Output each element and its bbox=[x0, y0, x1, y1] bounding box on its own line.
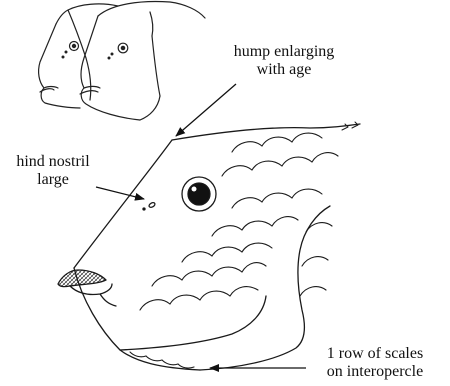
label-hump-line1: hump enlarging bbox=[214, 43, 354, 61]
label-nostril-line1: hind nostril bbox=[0, 153, 106, 171]
label-nostril-line2: large bbox=[0, 171, 106, 189]
hump-arrow bbox=[176, 84, 236, 136]
label-scales: 1 row of scales on interopercle bbox=[300, 345, 450, 381]
inset-adult-head bbox=[80, 2, 205, 120]
annotation-arrows bbox=[96, 84, 306, 368]
label-scales-line2: on interopercle bbox=[300, 363, 450, 381]
label-hump: hump enlarging with age bbox=[214, 43, 354, 79]
inset-juvenile-head bbox=[39, 4, 118, 108]
label-nostril: hind nostril large bbox=[0, 153, 106, 189]
label-scales-line1: 1 row of scales bbox=[300, 345, 450, 363]
label-hump-line2: with age bbox=[214, 61, 354, 79]
